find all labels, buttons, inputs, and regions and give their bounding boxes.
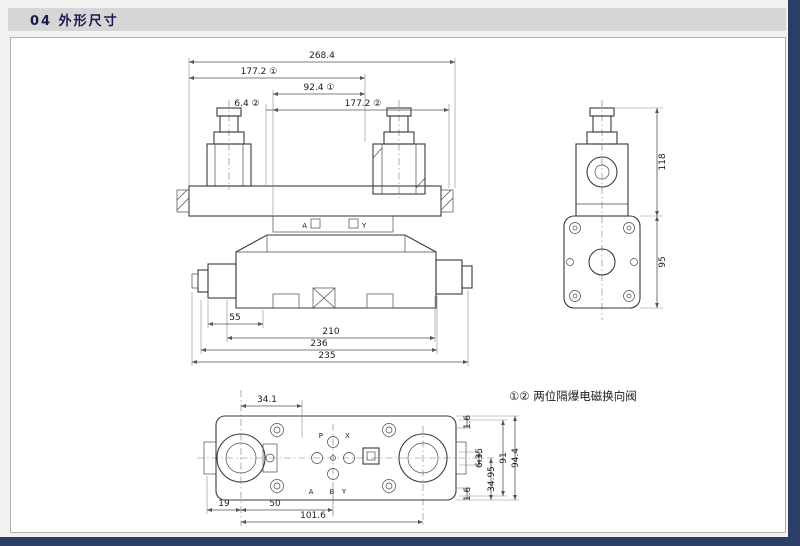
dim-label-101-6: 101.6 — [300, 511, 326, 521]
side-dimensions: 118 95 — [614, 107, 668, 309]
right-end-plug — [435, 259, 473, 295]
front-bottom-dimensions: 55 210 236 235 — [191, 290, 469, 366]
mounting-plate — [203, 415, 467, 501]
dim-label-50: 50 — [269, 499, 281, 509]
left-end-plug — [191, 263, 237, 299]
dim-label-1-6-bottom: 1.6 — [463, 487, 473, 502]
nameplate — [262, 443, 278, 473]
drawing-area: A Y — [10, 37, 786, 533]
section-title: 04 外形尺寸 — [30, 14, 119, 29]
footnote-text: ①② 两位隔爆电磁换向阀 — [509, 389, 637, 403]
side-view: 118 95 — [563, 100, 668, 320]
dim-label-210: 210 — [322, 327, 339, 337]
dim-label-177-2-1: 177.2 ① — [241, 67, 278, 77]
dim-label-91: 91 — [499, 452, 509, 463]
bottom-view-dimensions: 34.1 1.6 1.6 6.35 34.95 91 94.4 — [206, 395, 521, 524]
pilot-valve-body — [176, 185, 454, 217]
dim-label-92-4: 92.4 ① — [304, 83, 335, 93]
port-label-a: A — [302, 222, 307, 230]
adapter-plate: A Y — [272, 215, 394, 233]
port-label-y: Y — [361, 222, 367, 230]
center-lines — [197, 390, 497, 526]
port-label-b: B — [330, 488, 335, 496]
dim-label-236: 236 — [310, 339, 327, 349]
front-view: A Y — [176, 51, 473, 366]
dim-label-34-95: 34.95 — [487, 466, 497, 492]
port-cluster: P X A B Y — [309, 432, 355, 496]
accent-bar-right — [788, 0, 800, 546]
dimension-drawing: A Y — [176, 51, 668, 526]
dim-label-34-1: 34.1 — [257, 395, 277, 405]
port-label-a: A — [309, 488, 314, 496]
dim-label-95: 95 — [658, 256, 668, 267]
side-cable-gland — [586, 107, 618, 145]
dim-label-19: 19 — [218, 499, 230, 509]
dim-label-268-4: 268.4 — [309, 51, 335, 61]
bottom-view: P X A B Y 34.1 — [197, 390, 521, 526]
dim-label-94-4: 94.4 — [511, 448, 521, 468]
dim-label-177-2-2: 177.2 ② — [345, 99, 382, 109]
dim-label-55: 55 — [229, 313, 240, 323]
dim-label-6-35: 6.35 — [475, 448, 485, 468]
accent-bar-bottom — [0, 537, 800, 546]
dim-label-235: 235 — [318, 351, 335, 361]
connector-square — [362, 447, 380, 465]
port-label-p: P — [319, 432, 323, 440]
side-valve-body — [563, 215, 641, 309]
port-label-y: Y — [341, 488, 347, 496]
section-header: 04 外形尺寸 — [8, 8, 786, 31]
main-valve-body — [235, 234, 437, 309]
dim-label-1-6-top: 1.6 — [463, 415, 473, 430]
dim-label-118: 118 — [658, 153, 668, 170]
dim-label-6-4: 6.4 ② — [234, 99, 259, 109]
port-label-x: X — [345, 432, 350, 440]
front-top-dimensions: 268.4 177.2 ① 92.4 ① 6.4 ② 177.2 ② — [188, 51, 456, 216]
